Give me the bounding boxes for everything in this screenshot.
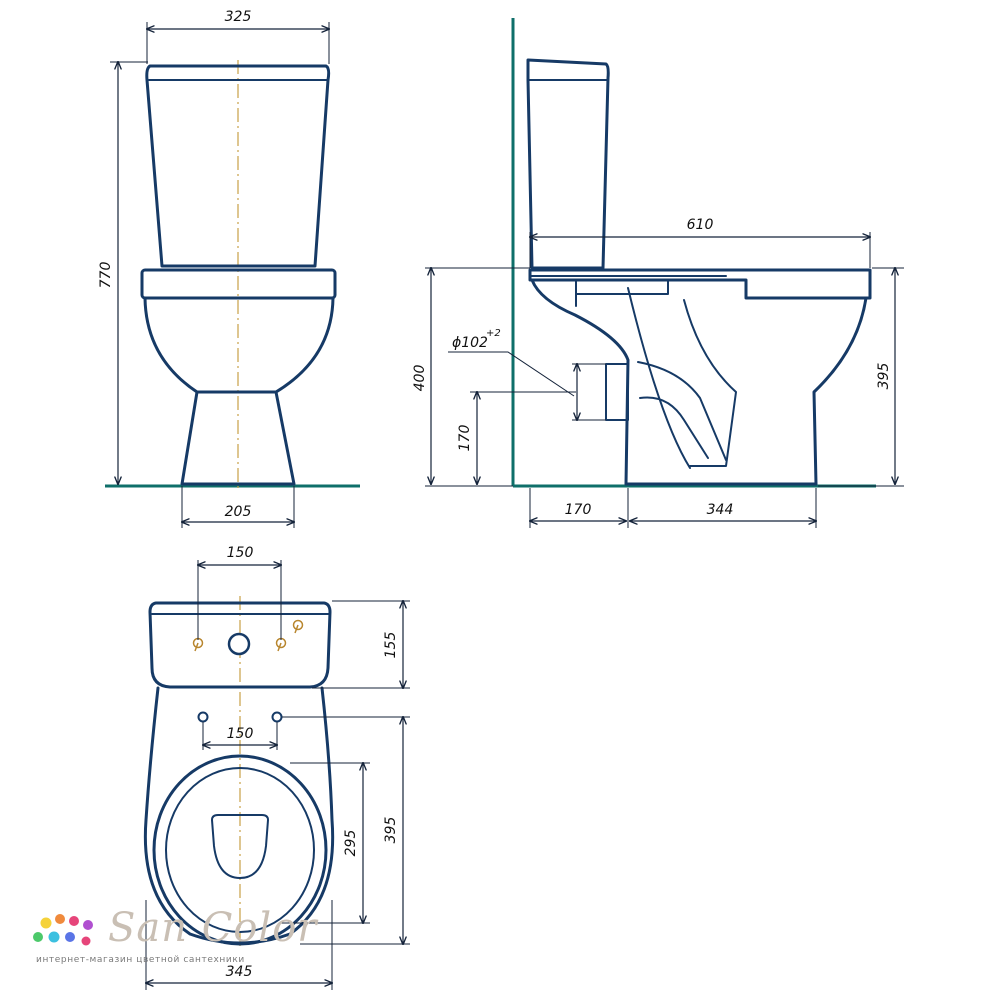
front-width-label: 325	[225, 9, 252, 25]
top-bowl-holes-label: 150	[227, 726, 254, 742]
top-seat-inner	[165, 767, 315, 933]
side-bowl-rim	[528, 268, 872, 300]
top-tank-outline	[148, 601, 332, 689]
top-width-label: 345	[226, 964, 253, 980]
side-outlet-height-label: 170	[457, 425, 473, 452]
front-height-label: 770	[98, 262, 114, 289]
side-bowl-inner	[683, 299, 737, 467]
front-bowl-body	[143, 296, 335, 394]
top-tank-bolt-right	[275, 637, 287, 652]
top-tank-bolt-left	[192, 637, 204, 652]
side-total-height-label: 400	[412, 365, 428, 392]
side-tank-outline	[526, 58, 610, 270]
top-tank-depth-label: 155	[383, 632, 399, 659]
front-bowl-rim	[140, 268, 337, 300]
brand-tagline: интернет-магазин цветной сантехники	[36, 955, 245, 965]
top-view: 150 155 150 395 295 345	[143, 545, 410, 990]
side-outlet-pipe	[605, 363, 629, 421]
top-tank-bolt-extra	[292, 619, 304, 634]
side-outlet-diameter-label: ϕ102	[452, 335, 488, 351]
top-tank-holes-label: 150	[227, 545, 254, 561]
side-depth-label: 610	[687, 217, 714, 233]
top-seat-hinge-right	[271, 711, 283, 723]
front-tank-outline	[145, 64, 331, 268]
side-wall-offset-label: 170	[565, 502, 592, 518]
top-seat-hinge-left	[197, 711, 209, 723]
side-floor-depth-label: 344	[707, 502, 734, 518]
front-pedestal	[180, 390, 296, 486]
side-outlet-tolerance-label: +2	[486, 328, 501, 339]
side-bowl-back	[530, 278, 630, 486]
front-view: 325 770 205	[98, 9, 360, 528]
side-bowl-front	[812, 296, 868, 486]
top-bowl-opening	[211, 814, 269, 879]
side-bowl-height-label: 395	[876, 363, 892, 390]
brand-logo: San Color интернет-магазин цветной санте…	[28, 905, 316, 975]
top-seat-length-label: 295	[343, 830, 359, 857]
front-base-label: 205	[225, 504, 252, 520]
side-view: 610 400 170 ϕ102 +2 395 170 344	[412, 18, 904, 528]
top-flush-button-hole	[227, 632, 251, 656]
logo-dots-icon	[33, 914, 93, 946]
side-outlet-leader	[448, 351, 575, 397]
side-trapway	[627, 287, 727, 469]
top-bowl-length-label: 395	[383, 817, 399, 844]
brand-name: San Color	[108, 905, 318, 951]
top-seat-outer	[152, 754, 328, 946]
